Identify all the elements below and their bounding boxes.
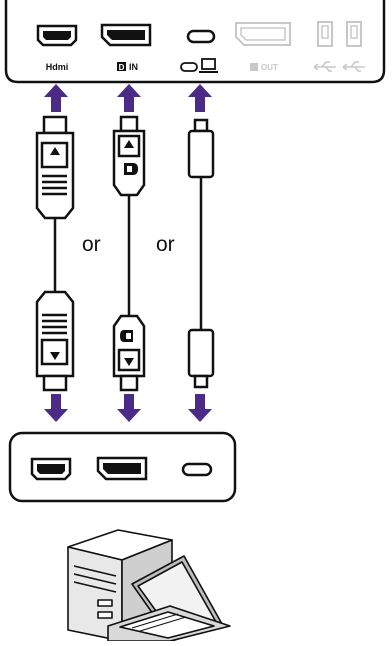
usb-a-port-icon	[346, 21, 362, 47]
usb-c-cable	[187, 118, 215, 389]
arrow-up-usbc	[188, 84, 212, 112]
arrow-down-hdmi	[44, 394, 68, 422]
usb-symbol-icon	[313, 61, 336, 72]
hdmi-cable	[35, 115, 75, 392]
displayport-cable	[112, 115, 146, 392]
svg-text:IN: IN	[129, 62, 138, 72]
computer-icon	[67, 529, 231, 642]
svg-text:OUT: OUT	[261, 63, 278, 72]
displayport-in-icon	[100, 23, 152, 47]
usb-a-port-icon	[317, 21, 333, 47]
displayport-out-icon	[235, 22, 291, 46]
hdmi-port-icon	[36, 24, 78, 47]
hdmi-port-icon	[30, 457, 72, 481]
usb-symbol-icon	[342, 61, 365, 72]
monitor-port-panel: Hdmi D IN OUT	[4, 0, 386, 84]
laptop-icon	[199, 58, 218, 73]
usb-c-laptop-label	[180, 58, 218, 73]
usb-c-port-icon	[186, 29, 216, 44]
arrow-down-dp	[117, 394, 141, 422]
arrow-up-hdmi	[44, 84, 68, 112]
svg-text:D: D	[119, 63, 125, 72]
or-label: or	[82, 233, 101, 256]
hdmi-label: Hdmi	[46, 62, 69, 72]
svg-text:Hdmi: Hdmi	[46, 62, 69, 72]
arrow-up-dp	[117, 84, 141, 112]
or-label: or	[156, 233, 175, 256]
source-port-panel	[8, 431, 237, 503]
arrow-down-usbc	[188, 394, 212, 422]
displayport-icon	[96, 456, 148, 481]
dp-out-label: OUT	[250, 63, 278, 72]
dp-in-label: D IN	[117, 62, 138, 72]
usb-c-port-icon	[181, 462, 213, 477]
